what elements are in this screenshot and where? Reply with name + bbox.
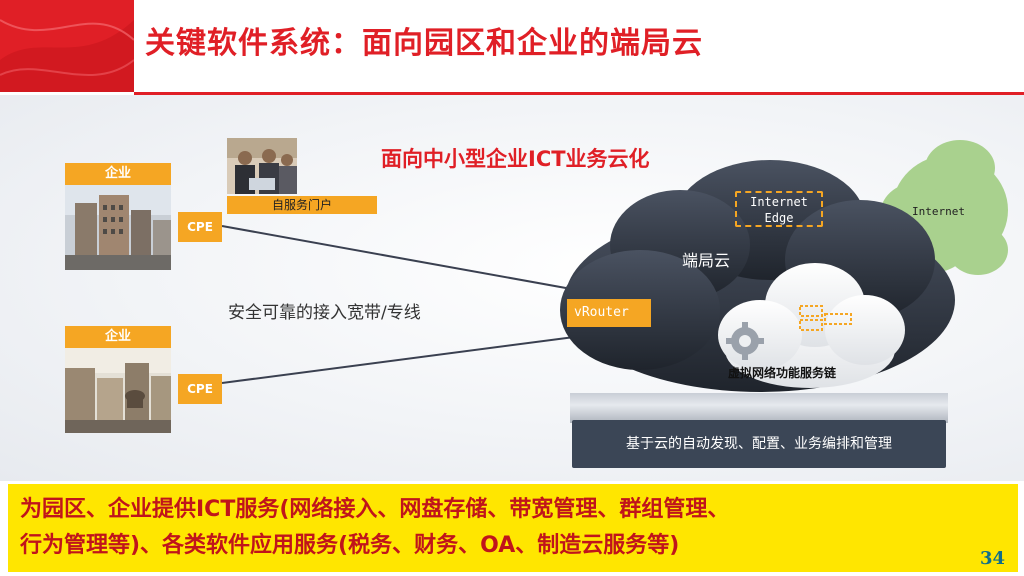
- gear-icon: [726, 322, 764, 360]
- internet-cloud-label: Internet: [912, 205, 965, 218]
- management-bar: 基于云的自动发现、配置、业务编排和管理: [572, 420, 946, 468]
- enterprise-2-label: 企业: [65, 326, 171, 348]
- cpe2-to-vrouter-link: [221, 335, 583, 384]
- summary-line-1: 为园区、企业提供ICT服务(网络接入、网盘存储、带宽管理、群组管理、: [20, 497, 730, 522]
- enterprise-2-cpe: CPE: [178, 374, 222, 404]
- vnf-module-2: [824, 313, 852, 325]
- diagram-subtitle: 面向中小型企业ICT业务云化: [381, 147, 650, 171]
- cpe1-to-vrouter-link: [221, 225, 589, 293]
- self-service-portal-label: 自服务门户: [227, 196, 377, 214]
- summary-box: 为园区、企业提供ICT服务(网络接入、网盘存储、带宽管理、群组管理、 行为管理等…: [8, 484, 1018, 572]
- vrouter-box: vRouter: [567, 299, 651, 327]
- access-line-caption: 安全可靠的接入宽带/专线: [228, 303, 421, 323]
- vnf-module-3: [799, 319, 823, 331]
- header-divider: [134, 92, 1024, 95]
- summary-line-2: 行为管理等)、各类软件应用服务(税务、财务、OA、制造云服务等): [20, 533, 680, 558]
- page-title: 关键软件系统：面向园区和企业的端局云: [145, 26, 703, 61]
- page-number: 34: [980, 548, 1006, 569]
- edge-cloud-label: 端局云: [682, 251, 731, 270]
- enterprise-1-label: 企业: [65, 163, 171, 185]
- internet-edge-line2: Edge: [764, 211, 794, 225]
- cloud-platform-base: [570, 393, 948, 423]
- header-accent-band: [0, 0, 134, 92]
- internet-edge-line1: Internet: [750, 195, 808, 209]
- self-service-portal-photo: [227, 138, 297, 194]
- enterprise-2-photo: [65, 348, 171, 433]
- internet-edge-box: Internet Edge: [735, 191, 823, 227]
- enterprise-1-cpe: CPE: [178, 212, 222, 242]
- enterprise-1-photo: [65, 185, 171, 270]
- vnf-service-chain-label: 虚拟网络功能服务链: [728, 366, 837, 380]
- vnf-module-1: [799, 305, 823, 317]
- header-wave-decoration: [0, 19, 134, 92]
